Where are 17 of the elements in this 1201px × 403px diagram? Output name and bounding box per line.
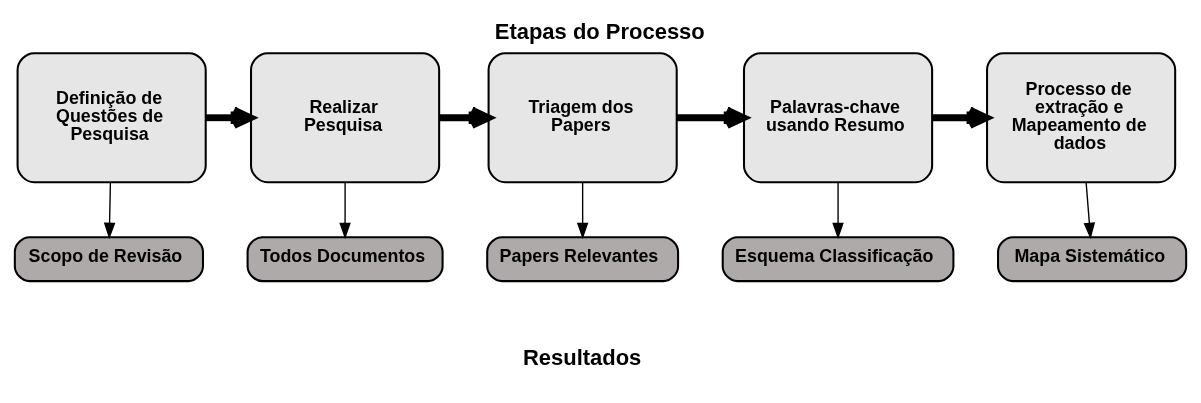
node-box: Processo de extração e Mapeamento de dados	[986, 52, 1177, 184]
node-box: Realizar Pesquisa	[250, 52, 441, 184]
arrow	[576, 181, 589, 240]
arrow	[1083, 181, 1096, 240]
arrow	[103, 181, 116, 240]
diagram-title: Etapas do Processo	[494, 19, 705, 45]
arrow	[832, 181, 844, 240]
arrow	[339, 181, 351, 240]
node-box: Scopo de Revisão	[13, 236, 204, 283]
node-box: Definição de Questões de Pesquisa	[16, 52, 207, 184]
node-box: Esquema Classificação	[721, 236, 955, 283]
node-box: Triagem dos Papers	[487, 52, 678, 184]
node-box: Todos Documentos	[246, 236, 444, 283]
node-box: Mapa Sistemático	[997, 236, 1188, 283]
node-box: Palavras-chave usando Resumo	[742, 52, 934, 184]
node-box: Papers Relevantes	[486, 236, 680, 283]
label: Resultados	[522, 344, 642, 370]
